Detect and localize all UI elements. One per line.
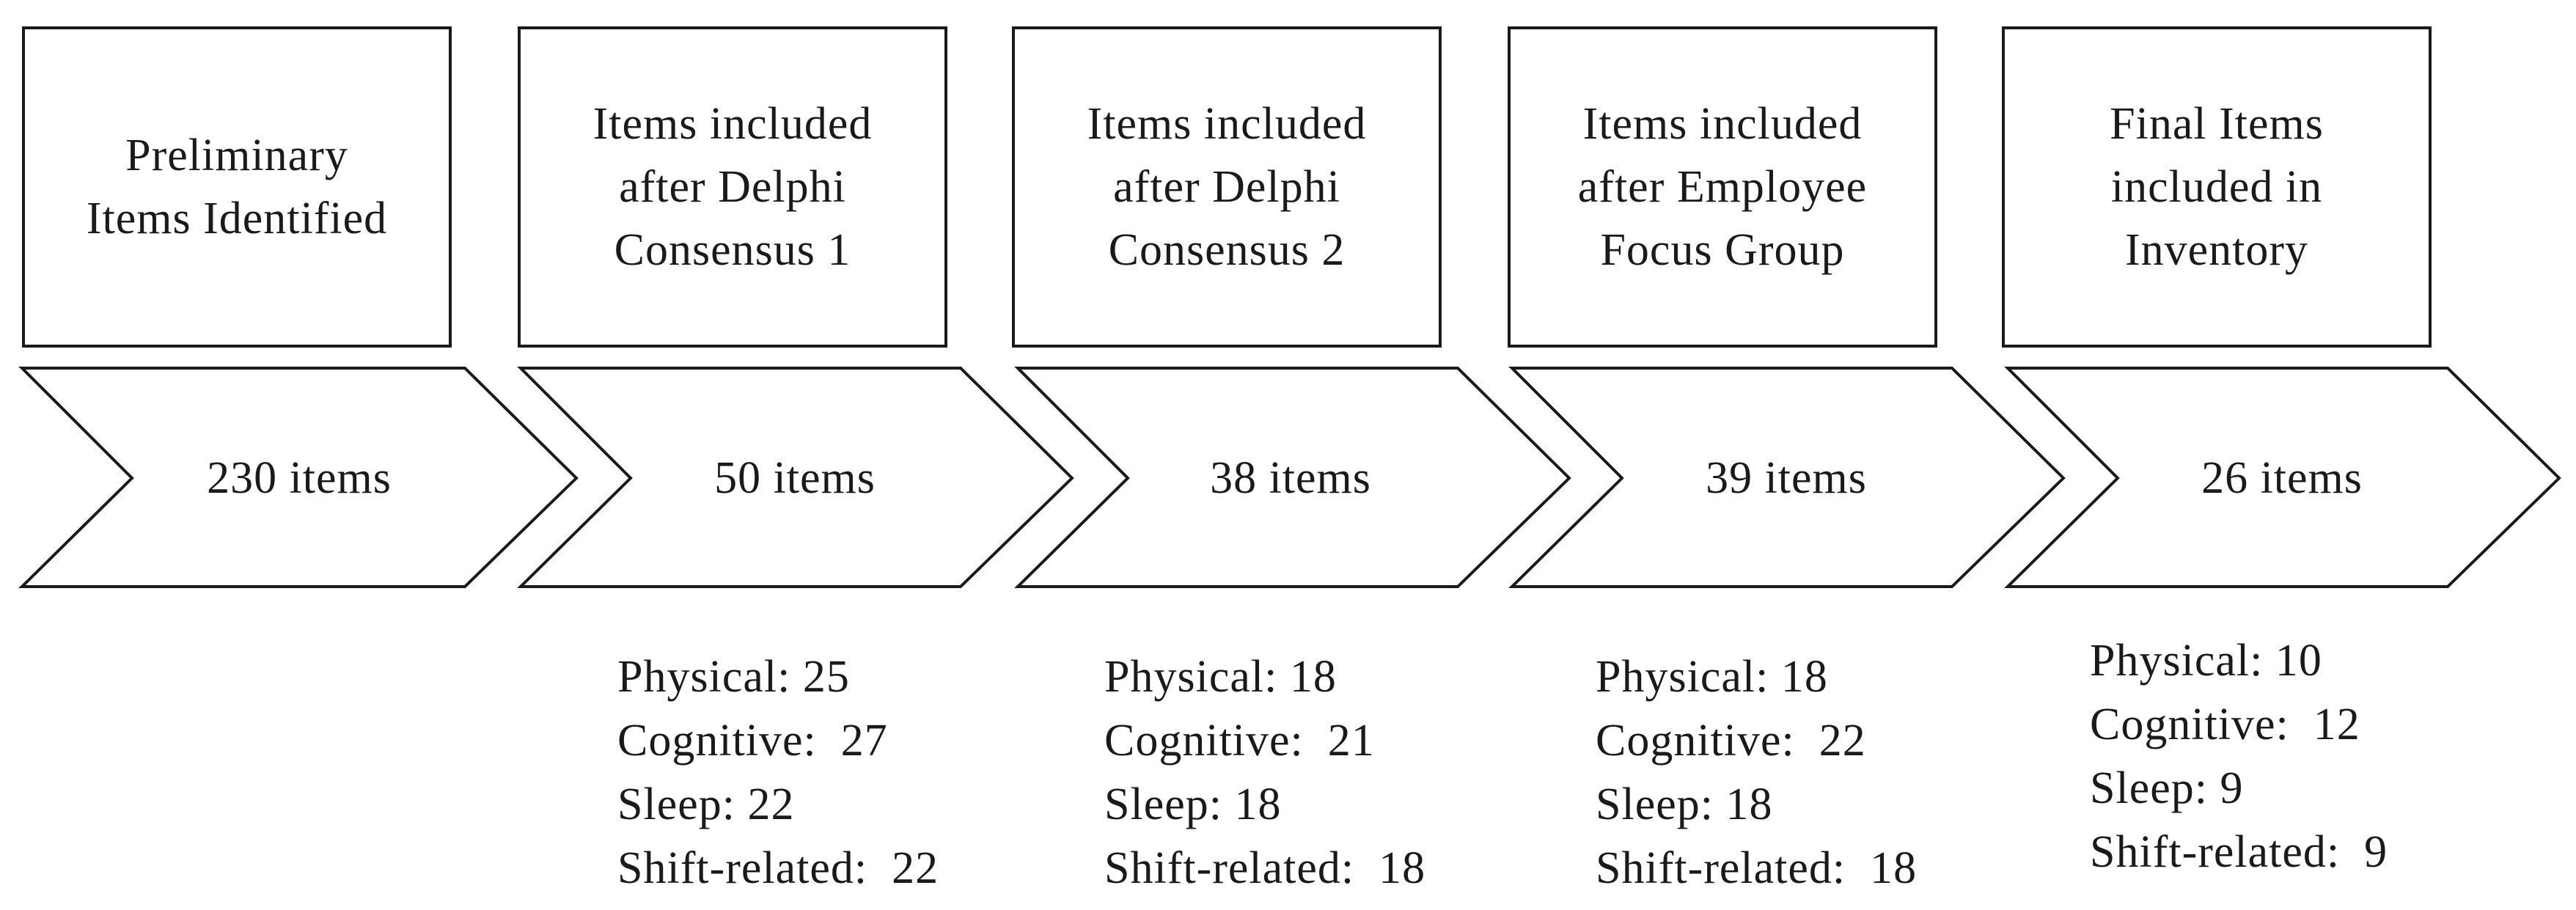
breakdown-label: Shift-related: [1104, 843, 1355, 893]
breakdown-line-shift-related: Shift-related: 9 [2090, 821, 2388, 884]
chevron-arrow-3 [1014, 367, 1571, 588]
count-label-delphi-1: 50 items [714, 453, 876, 503]
breakdown-line-sleep: Sleep: 18 [1596, 773, 1917, 837]
breakdown-value: 18 [1725, 779, 1773, 829]
breakdown-label: Sleep: [1104, 779, 1222, 829]
count-label-delphi-2: 38 items [1210, 453, 1371, 503]
count-label-preliminary: 230 items [207, 453, 392, 503]
breakdown-label: Cognitive: [2090, 700, 2289, 749]
chevron-arrow-4 [1508, 367, 2066, 588]
breakdown-label: Physical: [2090, 636, 2264, 686]
breakdown-line-shift-related: Shift-related: 18 [1596, 837, 1917, 900]
breakdown-label: Physical: [617, 652, 791, 702]
breakdown-label: Sleep: [1596, 779, 1714, 829]
breakdown-label: Physical: [1596, 652, 1769, 702]
stage-box-delphi-2: Items included after Delphi Consensus 2 [1012, 26, 1442, 348]
chevron-arrow-2 [517, 367, 1074, 588]
breakdown-delphi-2: Physical: 18 Cognitive: 21 Sleep: 18 Shi… [1104, 645, 1425, 900]
breakdown-value: 18 [1780, 652, 1828, 702]
breakdown-label: Shift-related: [2090, 827, 2341, 877]
breakdown-value: 10 [2275, 636, 2322, 686]
breakdown-value: 22 [747, 779, 795, 829]
breakdown-label: Cognitive: [1104, 716, 1304, 766]
breakdown-line-physical: Physical: 18 [1104, 645, 1425, 709]
breakdown-label: Cognitive: [1596, 716, 1795, 766]
breakdown-delphi-1: Physical: 25 Cognitive: 27 Sleep: 22 Shi… [617, 645, 939, 900]
breakdown-label: Sleep: [617, 779, 735, 829]
stage-box-delphi-1: Items included after Delphi Consensus 1 [518, 26, 947, 348]
stage-box-text: Final Items included in Inventory [2110, 99, 2324, 275]
stage-box-text: Items included after Employee Focus Grou… [1577, 99, 1868, 275]
stage-box-text: Items included after Delphi Consensus 2 [1087, 99, 1367, 275]
stage-box-preliminary: Preliminary Items Identified [22, 26, 452, 348]
breakdown-line-cognitive: Cognitive: 21 [1104, 709, 1425, 773]
breakdown-label: Shift-related: [1596, 843, 1846, 893]
breakdown-line-sleep: Sleep: 22 [617, 773, 939, 837]
count-label-focus-group: 39 items [1706, 453, 1867, 503]
breakdown-value: 12 [2313, 700, 2360, 749]
breakdown-value: 25 [802, 652, 850, 702]
breakdown-line-physical: Physical: 18 [1596, 645, 1917, 709]
breakdown-line-cognitive: Cognitive: 27 [617, 709, 939, 773]
breakdown-label: Cognitive: [617, 716, 817, 766]
breakdown-value: 9 [2364, 827, 2388, 877]
chevron-arrow-1 [18, 367, 579, 588]
breakdown-line-cognitive: Cognitive: 22 [1596, 709, 1917, 773]
breakdown-value: 18 [1289, 652, 1337, 702]
breakdown-line-shift-related: Shift-related: 18 [1104, 837, 1425, 900]
breakdown-label: Physical: [1104, 652, 1278, 702]
breakdown-line-cognitive: Cognitive: 12 [2090, 693, 2388, 757]
breakdown-label: Shift-related: [617, 843, 868, 893]
breakdown-value: 18 [1379, 843, 1426, 893]
breakdown-value: 18 [1870, 843, 1918, 893]
breakdown-line-physical: Physical: 25 [617, 645, 939, 709]
breakdown-value: 21 [1327, 716, 1375, 766]
breakdown-line-sleep: Sleep: 9 [2090, 757, 2388, 821]
breakdown-label: Sleep: [2090, 763, 2208, 813]
breakdown-value: 9 [2220, 763, 2244, 813]
stage-box-text: Items included after Delphi Consensus 1 [592, 99, 873, 275]
count-label-final: 26 items [2201, 453, 2363, 503]
stage-box-text: Preliminary Items Identified [86, 131, 388, 243]
breakdown-value: 22 [892, 843, 939, 893]
stage-box-final: Final Items included in Inventory [2002, 26, 2432, 348]
breakdown-value: 27 [840, 716, 888, 766]
breakdown-final: Physical: 10 Cognitive: 12 Sleep: 9 Shif… [2090, 629, 2388, 884]
breakdown-value: 22 [1819, 716, 1866, 766]
breakdown-line-physical: Physical: 10 [2090, 629, 2388, 693]
stage-box-focus-group: Items included after Employee Focus Grou… [1508, 26, 1937, 348]
breakdown-value: 18 [1234, 779, 1282, 829]
chevron-arrow-5 [2004, 367, 2561, 588]
breakdown-line-sleep: Sleep: 18 [1104, 773, 1425, 837]
breakdown-line-shift-related: Shift-related: 22 [617, 837, 939, 900]
breakdown-focus-group: Physical: 18 Cognitive: 22 Sleep: 18 Shi… [1596, 645, 1917, 900]
